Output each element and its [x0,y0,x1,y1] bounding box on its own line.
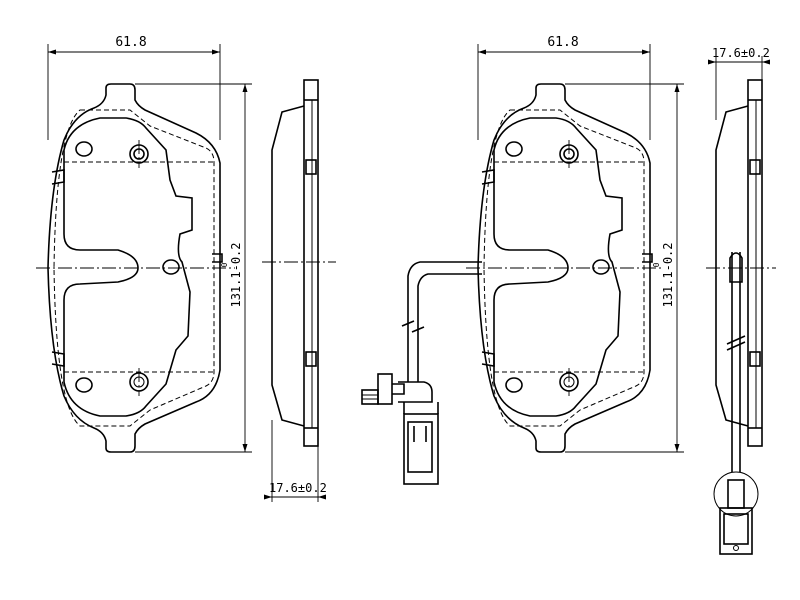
right-lug-right [642,253,653,263]
right-backing-plate-side [747,79,763,447]
left-height-tol: 0 [220,262,229,267]
left-lug-right [212,253,223,263]
left-friction-side [271,105,305,427]
left-lug-top [51,169,65,185]
left-pad-side-view [262,79,336,447]
right-lug-bottom [481,351,495,367]
left-backing-plate-side [303,79,319,447]
left-hole-top [75,141,93,157]
right-sensor-wire [731,252,741,472]
sensor-plug [403,413,439,485]
right-pad-outline [477,83,651,453]
right-friction-side [715,105,749,427]
sensor-plug-joint [403,402,439,414]
sensor-clip-tip [361,389,379,405]
left-side-clip-bottom [305,351,317,367]
right-pad-front-view [466,83,664,453]
left-pad-outline [47,83,221,453]
left-side-clip-top [305,159,317,175]
right-width-label: 61.8 [547,35,578,50]
left-friction-outline [53,109,215,427]
right-hole-top [505,141,523,157]
right-sensor-plug-pin [733,545,739,551]
sensor-plug-inner [407,421,433,473]
right-height-tol: 0 [652,262,661,267]
left-height-label: 131.1-0.2 [229,242,243,307]
right-thickness-label: 17.6±0.2 [712,46,770,60]
right-thickness-dimension: 17.6±0.2 [708,46,770,120]
left-thickness-label: 17.6±0.2 [269,481,327,495]
left-friction-block [63,117,193,417]
left-pad-front-view [36,83,235,453]
left-lug-bottom [51,351,65,367]
right-height-dimension: 131.1-0.2 0 [565,83,684,453]
right-friction-outline [483,109,645,427]
right-sensor-plug [719,507,753,555]
left-hole-center [162,259,180,275]
right-hole-center [592,259,610,275]
sensor-wire-outer [407,261,482,382]
left-height-dimension: 131.1-0.2 0 [135,83,252,453]
right-friction-block [493,117,623,417]
right-sensor-detail-circle [713,471,759,517]
sensor-plug-pins [413,426,427,442]
wear-sensor-wire [361,261,482,485]
right-sensor-grommet [727,479,745,509]
sensor-connector-head [398,381,433,403]
sensor-clip-body [377,373,393,405]
right-side-clip-bottom [749,351,761,367]
left-width-label: 61.8 [115,35,146,50]
right-hole-bottom [505,377,523,393]
left-thickness-dimension: 17.6±0.2 [264,420,327,502]
left-width-dimension: 61.8 [47,35,221,140]
left-hole-bottom [75,377,93,393]
right-sensor-probe [729,252,743,283]
right-height-label: 131.1-0.2 [661,242,675,307]
right-width-dimension: 61.8 [477,35,651,140]
right-side-clip-top [749,159,761,175]
sensor-clip-neck [392,383,405,395]
right-sensor-wire-break [726,335,746,351]
right-lug-top [481,169,495,185]
sensor-wire-break [401,320,425,333]
right-pad-side-view [706,79,776,555]
sensor-wire-inner [417,273,482,382]
right-sensor-plug-inner [723,513,749,545]
